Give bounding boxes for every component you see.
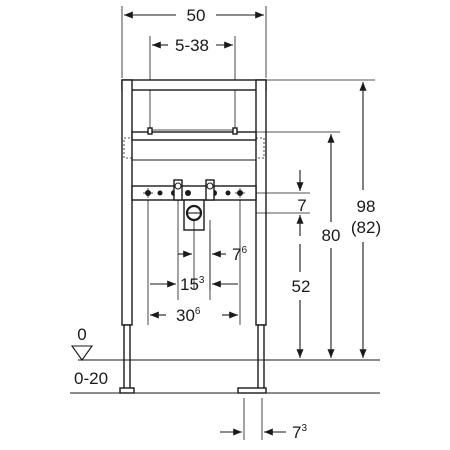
outlet-7-sup: 6 [241, 245, 247, 256]
dimension-height-98: 98 (82) [266, 79, 381, 358]
foot-7-sup: 3 [301, 423, 307, 434]
outlet-7-base: 7 [232, 245, 241, 264]
dimension-height-80: 80 [256, 131, 341, 358]
height-52-label: 52 [292, 277, 311, 296]
svg-text:153: 153 [180, 275, 205, 294]
svg-text:306: 306 [176, 306, 201, 325]
floor-zero-label: 0 [77, 325, 86, 344]
adjust-range-label: 5-38 [175, 36, 209, 55]
floor-level-marker: 0 0-20 [70, 325, 108, 388]
svg-text:76: 76 [232, 245, 247, 264]
dimension-height-52: 52 [292, 244, 311, 358]
frame-structure [119, 79, 267, 394]
svg-text:73: 73 [292, 423, 307, 442]
dimension-gap-7: 7 [256, 170, 310, 236]
foot-7-base: 7 [292, 423, 301, 442]
total-width-label: 50 [187, 6, 206, 25]
floor-lines [70, 359, 380, 394]
mounting-rail-holes [143, 188, 245, 198]
spacing-15-base: 15 [180, 275, 199, 294]
dimension-spacing-15: 153 [150, 200, 238, 300]
spacing-30-base: 30 [176, 306, 195, 325]
dimension-spacing-30: 306 [147, 200, 241, 325]
height-80-label: 80 [322, 226, 341, 245]
floor-range-label: 0-20 [74, 369, 108, 388]
height-98-label: 98 [357, 197, 376, 216]
dimension-total-width: 50 [121, 6, 267, 78]
height-98-alt-label: (82) [351, 218, 381, 237]
spacing-30-sup: 6 [195, 306, 201, 317]
spacing-15-sup: 3 [199, 275, 205, 286]
dimension-foot-7: 73 [220, 398, 307, 442]
gap-7-label: 7 [297, 196, 306, 215]
